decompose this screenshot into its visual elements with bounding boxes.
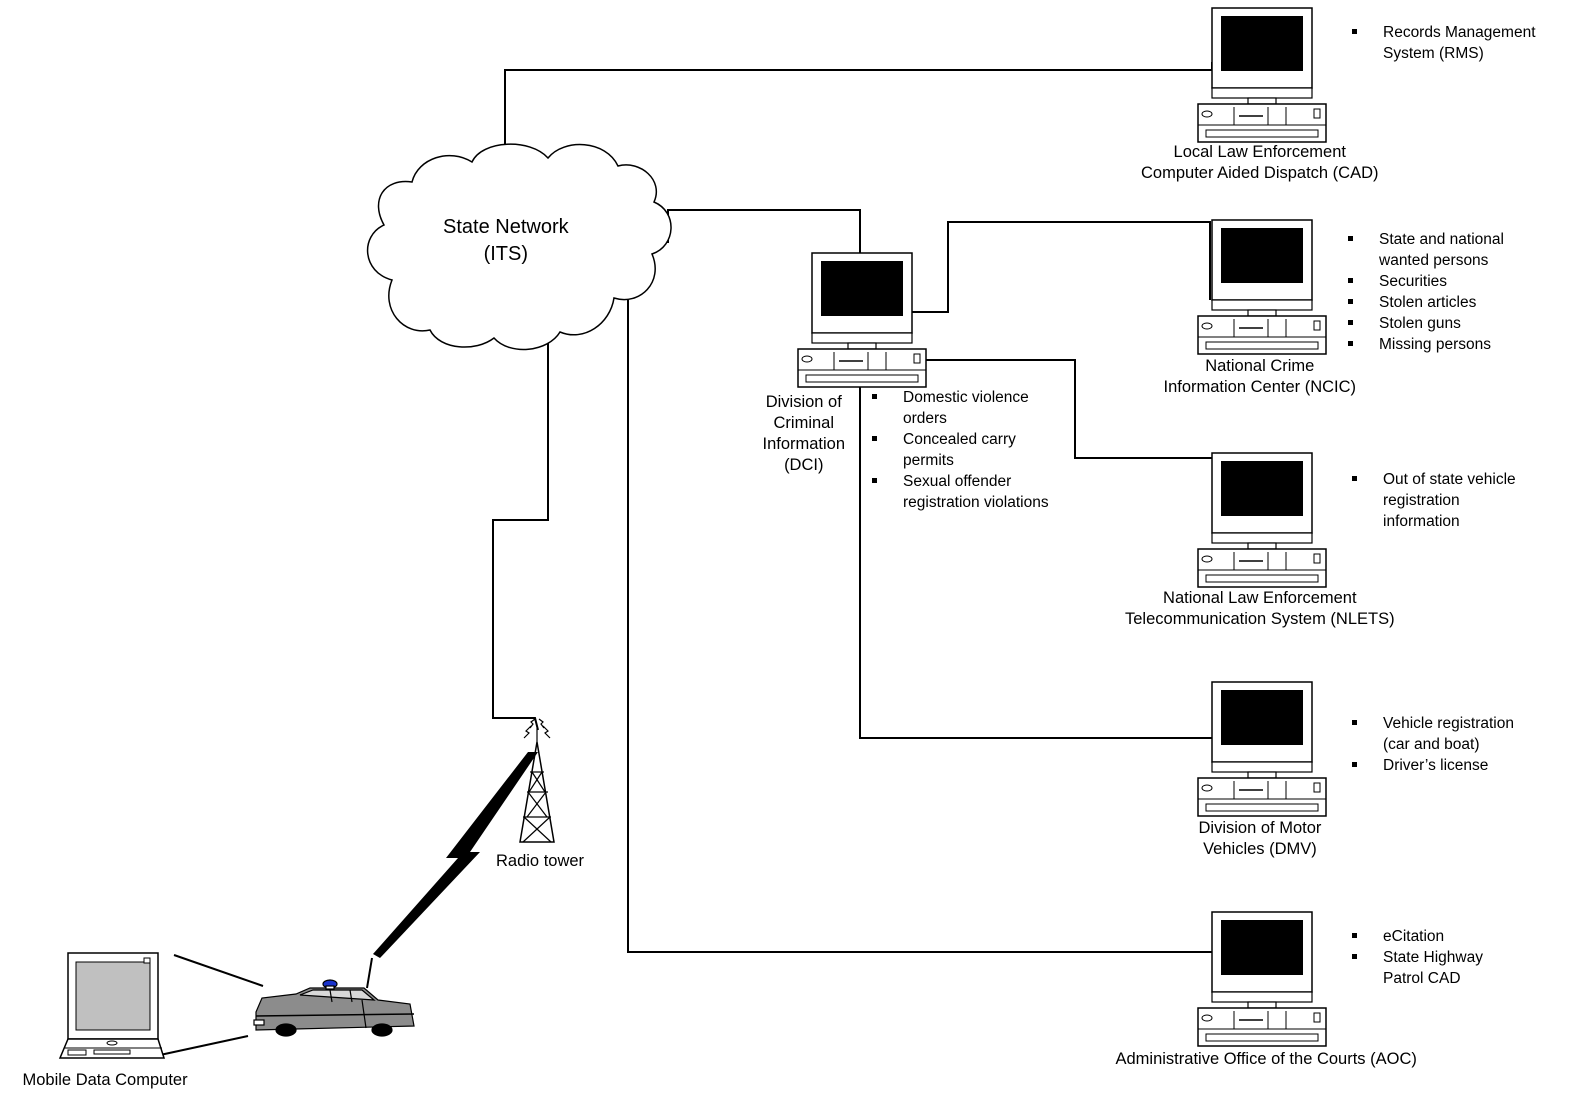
bullet-item: Vehicle registration (car and boat) <box>1349 713 1514 755</box>
line-dci-to-nlets <box>925 359 1212 459</box>
bullet-item: Securities <box>1345 271 1504 292</box>
bullet-line: Concealed carry <box>903 431 1016 448</box>
bullet-line: permits <box>903 452 954 469</box>
bullet-line: (car and boat) <box>1383 736 1480 753</box>
bullet-line: Missing persons <box>1379 336 1491 353</box>
bullet-item: Sexual offender registration violations <box>869 471 1049 513</box>
desktop-computer-icon <box>1197 681 1327 817</box>
mobile-data-computer-label-line: Mobile Data Computer <box>22 1071 188 1089</box>
nlets-label-line: National Law Enforcement <box>1163 589 1357 607</box>
aoc-label: Administrative Office of the Courts (AOC… <box>1116 1049 1417 1070</box>
line-dci-to-dmv <box>859 382 1212 739</box>
bullet-line: Out of state vehicle <box>1383 471 1516 488</box>
dmv-bullets: Vehicle registration (car and boat) Driver… <box>1349 713 1514 776</box>
bullet-item: Missing persons <box>1345 334 1504 355</box>
bullet-line: registration violations <box>903 494 1049 511</box>
bullet-item: Stolen guns <box>1345 313 1504 334</box>
nlets-bullets: Out of state vehicle registration informat… <box>1349 469 1516 532</box>
cad-label-line: Computer Aided Dispatch (CAD) <box>1141 164 1379 182</box>
tower-label: Radio tower <box>496 851 584 872</box>
tower-label-line: Radio tower <box>496 852 585 870</box>
bullet-line: Stolen articles <box>1379 294 1477 311</box>
bullet-item: eCitation <box>1349 926 1483 947</box>
bullet-line: Domestic violence <box>903 389 1029 406</box>
desktop-computer-icon <box>1197 7 1327 143</box>
line-laptop-to-car-bottom <box>159 1035 249 1056</box>
bullet-line: information <box>1383 513 1460 530</box>
connection-lines <box>159 62 1213 1056</box>
line-laptop-to-car-top <box>173 954 264 987</box>
bullet-line: State Highway <box>1383 949 1483 966</box>
bullet-line: Sexual offender <box>903 473 1012 490</box>
cloud-icon <box>367 143 672 351</box>
bullet-line: Records Management <box>1383 24 1536 41</box>
cloud-label: State Network (ITS) <box>443 214 569 268</box>
bullet-line: Driver’s license <box>1383 757 1489 774</box>
line-its-to-dci <box>648 209 861 255</box>
ncic-label-line: Information Center (NCIC) <box>1163 378 1357 396</box>
bullet-line: Securities <box>1379 273 1448 290</box>
line-its-to-aoc <box>627 300 1212 953</box>
bullet-item: Domestic violence orders <box>869 387 1049 429</box>
bullet-item: State and national wanted persons <box>1345 229 1504 271</box>
desktop-computer-icon <box>1197 219 1327 355</box>
dmv-label-line: Division of Motor <box>1198 819 1322 837</box>
bullet-item: Concealed carry permits <box>869 429 1049 471</box>
bullet-line: wanted persons <box>1379 252 1489 269</box>
bullet-line: Patrol CAD <box>1383 970 1461 987</box>
bullet-line: Stolen guns <box>1379 315 1461 332</box>
dci-label-line: Division of <box>765 393 842 411</box>
lightning-bolt-icon <box>373 752 538 958</box>
bullet-line: eCitation <box>1383 928 1445 945</box>
police-car-icon <box>253 957 415 1037</box>
bullet-item: Out of state vehicle registration informat… <box>1349 469 1516 532</box>
dmv-label-line: Vehicles (DMV) <box>1203 840 1317 858</box>
bullet-item: Stolen articles <box>1345 292 1504 313</box>
dci-label-line: (DCI) <box>784 456 824 474</box>
bullet-item: Driver’s license <box>1349 755 1514 776</box>
bullet-line: State and national <box>1379 231 1504 248</box>
nlets-label-line: Telecommunication System (NLETS) <box>1125 610 1395 628</box>
desktop-computer-icon <box>1197 911 1327 1047</box>
ncic-label-line: National Crime <box>1205 357 1315 375</box>
line-its-to-cad <box>504 62 1213 150</box>
aoc-label-line: Administrative Office of the Courts (AOC… <box>1115 1050 1417 1068</box>
mobile-data-computer-label: Mobile Data Computer <box>23 1070 188 1091</box>
bullet-line: Vehicle registration <box>1383 715 1514 732</box>
line-dci-to-ncic <box>910 221 1211 313</box>
cloud-label-line: (ITS) <box>483 243 529 265</box>
radio-tower-icon <box>519 718 555 843</box>
dci-label-line: Criminal <box>773 414 835 432</box>
bullet-line: orders <box>903 410 947 427</box>
laptop-icon <box>58 952 166 1059</box>
cloud-label-line: State Network <box>443 216 569 238</box>
desktop-computer-icon <box>1197 452 1327 588</box>
bullet-line: registration <box>1383 492 1460 509</box>
bullet-line: System (RMS) <box>1383 45 1484 62</box>
line-its-to-tower <box>492 340 549 731</box>
desktop-computer-icon <box>797 252 927 388</box>
dci-label-line: Information <box>762 435 846 453</box>
cad-label-line: Local Law Enforcement <box>1173 143 1346 161</box>
